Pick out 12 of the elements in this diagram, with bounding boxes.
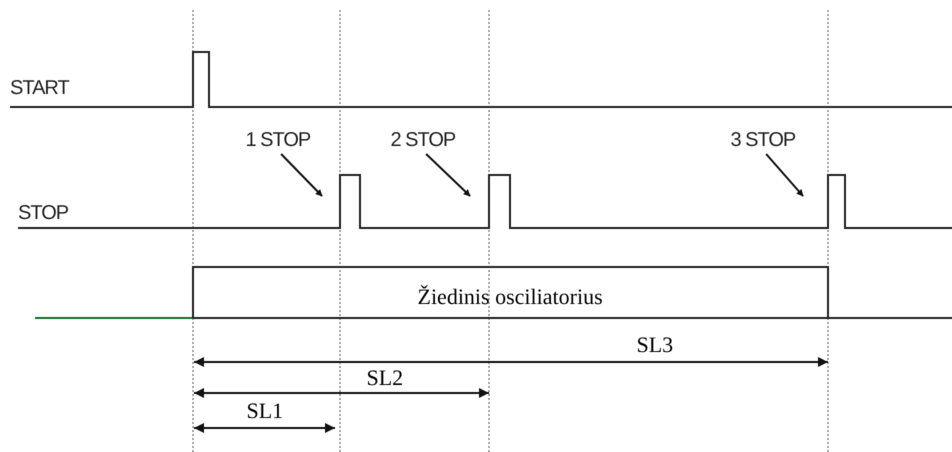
leader-arrow [280,153,323,197]
signal-name: STOP [18,203,68,223]
interval-label: SL1 [246,400,284,422]
callout-label: 3 STOP [730,130,796,150]
callout-label: 2 STOP [390,130,456,150]
interval-label: SL2 [366,367,404,389]
oscillator-label: Žiedinis osciliatorius [418,286,603,308]
callout-label: 1 STOP [246,130,310,150]
signal-name: START [10,78,69,98]
leader-arrow [425,153,471,197]
interval-label: SL3 [636,334,674,356]
leader-arrow [765,153,804,197]
